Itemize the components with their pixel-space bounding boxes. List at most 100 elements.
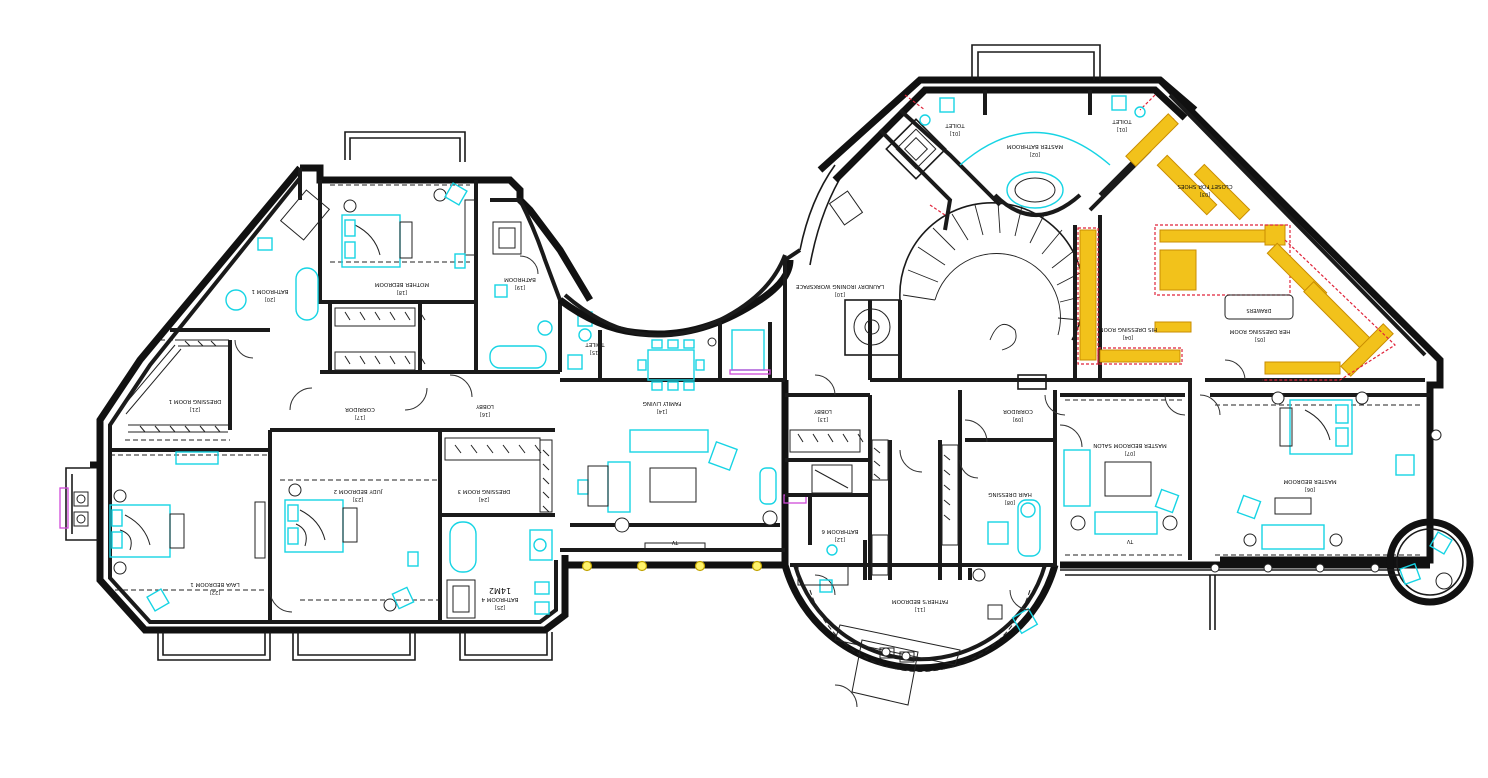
master-vanity-arc [959,131,1111,166]
father-round-dash [809,589,1031,672]
lift-shaft [844,299,901,356]
salon-furniture [1063,449,1180,535]
closet-narrow-1 [871,439,889,481]
quarter-bathroom-wall [490,198,562,372]
facade-lamp-2 [636,560,648,572]
lobby-center-label: LOBBY [813,408,831,414]
stair-treads [902,201,1085,321]
lobby-center-tag: [13] [818,416,828,422]
lava-bed [109,504,185,558]
toilet-east-2-label: TOILET [1112,118,1133,124]
mother-bedroom-tag: [18] [397,289,407,295]
dressing-room-3-tag: [24] [479,496,489,502]
round-bay-outer [1386,518,1474,606]
bathroom-1-wc [257,237,273,251]
dressing-room-1-label: DRESSING ROOM 1 [169,398,222,404]
west-outer-wall [90,164,594,634]
dining-table [637,339,705,391]
drawers-island [1224,294,1294,320]
toilet-west-basin [578,328,592,342]
master-lamp-4 [1329,533,1343,547]
bathroom-6-shower-line [814,469,849,489]
father-bedroom-label: FATHER'S BEDROOM [892,598,949,604]
grand-staircase [899,201,1085,390]
corridor-west-label: CORRIDOR [345,406,375,412]
master-lamp-2 [1355,391,1369,405]
living-sofa-set [577,429,777,513]
west-wing: LAVA BEDROOM 1 [22] JUDY BEDROOM 2 [23] … [59,131,606,661]
bathroom-6-basin [826,544,838,556]
center-outer-wall [557,259,794,569]
terrace-post-4 [1370,563,1380,573]
hair-sink [987,521,1009,545]
corridor-west-tag: [17] [355,414,365,420]
bathroom-4-tag: [25] [495,604,505,610]
facade-lamp-3 [694,560,706,572]
lobby-west-tag: [16] [480,411,490,417]
living-lamp-1 [614,517,630,533]
middle-east-block: LOBBY [13] BATHROOM 6 [12] LAUNDRY IRONI… [783,164,1190,593]
master-shower [885,118,947,180]
closet-narrow-3 [941,444,959,546]
bathroom-6-shower [811,464,853,494]
her-dressing-shelves [1262,239,1396,381]
center-walls [560,322,785,552]
bathroom-1-tag: [20] [265,296,275,302]
master-lamp-3 [1243,533,1257,547]
lobby-closet [789,429,861,453]
master-bedroom-label: MASTER BEDROOM [1283,478,1336,484]
west-bay-box-2 [73,511,89,527]
bathroom-6-vanity [797,564,849,586]
salon-label: MASTER BEDROOM SALON [1093,442,1167,448]
toilet-west-label: TOILET [585,341,606,347]
tv-label-2: TV [1126,538,1134,544]
mother-bedroom-label: MOTHER BEDROOM [375,281,430,287]
center-wing: TV FAMILY LIVING [14] [557,254,807,572]
bathroom-4-shower [446,579,476,619]
dressing-room-3-label: DRESSING ROOM 3 [457,488,510,494]
salon-tag: [07] [1125,450,1135,456]
mother-dresser [464,199,476,256]
center-glazing-1 [729,369,771,375]
bathroom-1-label: BATHROOM 1 [251,288,288,294]
master-sofa [1261,524,1325,550]
center-window-cabinet [731,329,765,371]
master-bench [1274,497,1312,515]
laundry-tag: [10] [835,291,845,297]
master-bedroom-tag: [06] [1305,486,1315,492]
judy-lamp-1 [288,483,302,497]
facade-lamp-4 [751,560,763,572]
master-bathroom-label: MASTER BATHROOM [1007,143,1063,149]
judy-lamp-2 [383,598,397,612]
her-dressing-tag: [05] [1255,336,1265,342]
terrace-post-3 [1315,563,1325,573]
family-living-label: FAMILY LIVING [643,400,682,406]
south-bay-windows [157,632,553,661]
dressing-room-1-closets [119,339,228,433]
mother-stool [454,253,466,269]
mother-chair [444,182,468,206]
bathroom-tub [489,345,547,369]
lava-dresser [254,501,266,559]
bathroom-4-vanity [529,529,553,561]
tv-unit [644,542,706,550]
bathroom-4-shower-tray [452,585,470,613]
bathroom-label: BATHROOM [504,276,536,282]
master-tub-surround [993,193,1082,217]
closet-narrow-2 [871,534,889,576]
middle-east-walls [783,248,1190,580]
dining-fixture [707,337,717,347]
judy-bedroom-label: JUDY BEDROOM 2 [334,488,384,494]
center-arc-inner [563,254,787,338]
father-bed [834,624,961,706]
corridor-east-label: CORRIDOR [1003,408,1033,414]
lava-bedroom-tag: [22] [210,589,220,595]
bathroom-1-shower [279,189,331,241]
stair-landing [1017,374,1047,390]
dressing-room-3-closets [444,437,553,513]
bathroom-basin [537,320,553,336]
east-dashed-lines [1065,399,1420,556]
west-bay-fixture-1 [76,494,86,504]
master-bathroom-tag: [02] [1030,151,1040,157]
